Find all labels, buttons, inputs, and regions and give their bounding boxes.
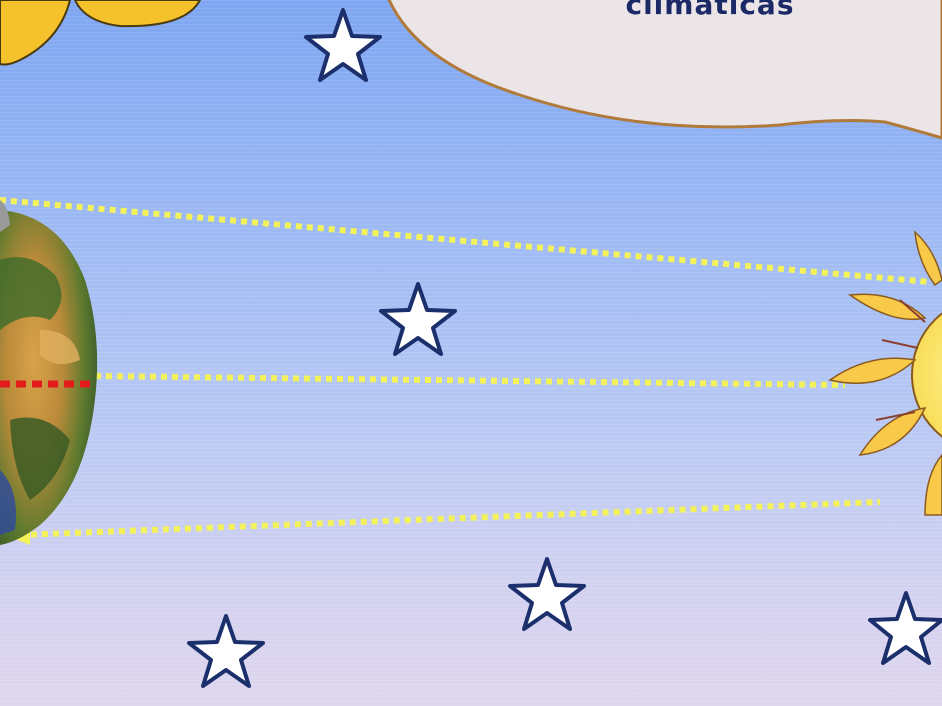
star-icon <box>868 591 942 665</box>
star-icon <box>508 557 586 631</box>
star-icon <box>304 8 382 82</box>
cloud-caption: climáticas <box>625 0 795 21</box>
stars <box>187 8 942 688</box>
light-ray-top <box>0 197 931 285</box>
star-icon <box>187 614 265 688</box>
star-icon <box>379 282 457 356</box>
corner-sun-icon <box>0 0 202 66</box>
speech-cloud <box>387 0 942 140</box>
light-ray-middle <box>94 373 846 388</box>
light-rays <box>0 197 931 545</box>
light-ray-bottom <box>19 499 881 538</box>
earth-globe-icon <box>0 200 98 545</box>
sun-icon <box>828 230 942 516</box>
